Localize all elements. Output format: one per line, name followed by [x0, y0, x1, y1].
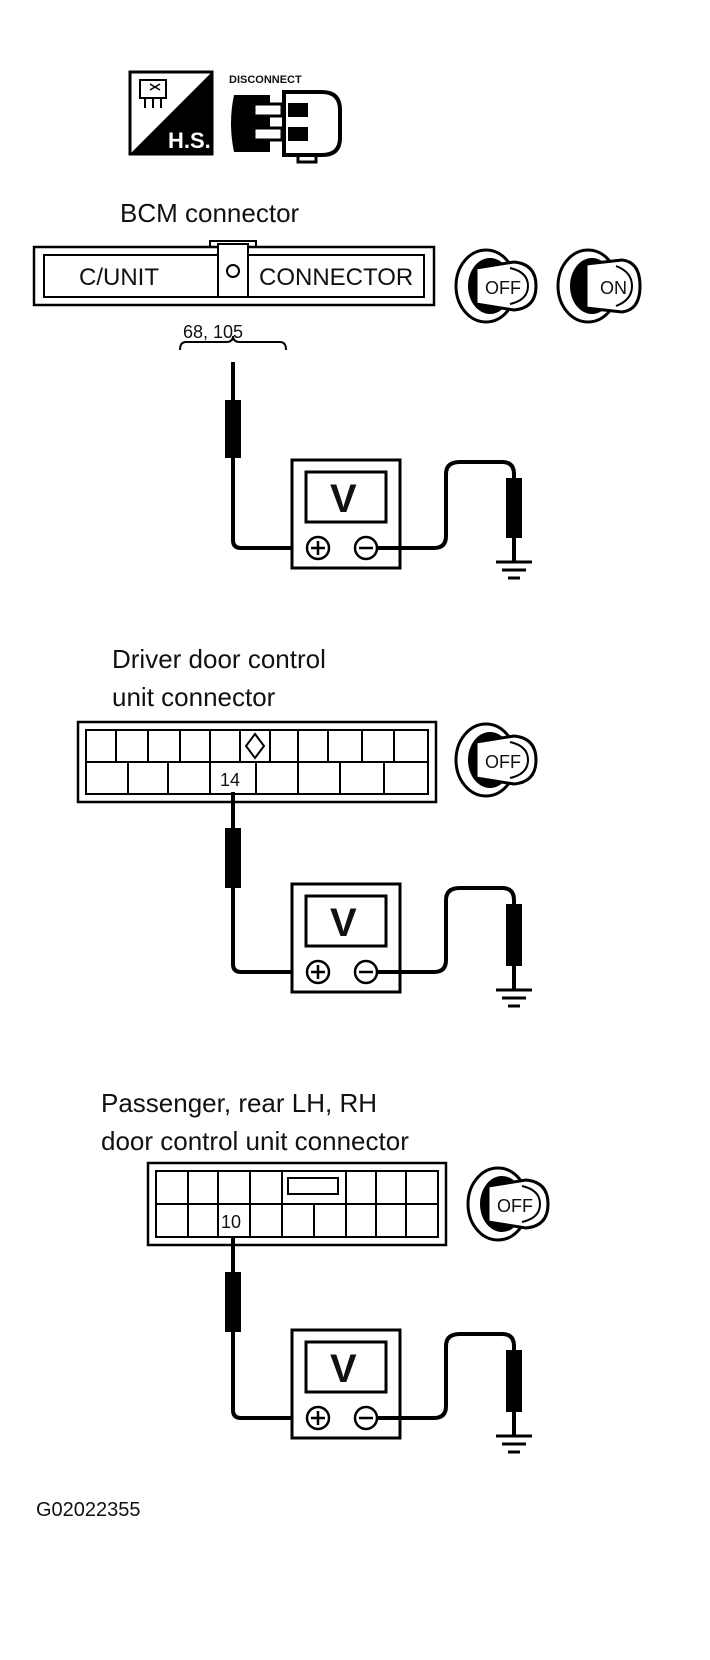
probe-negative-lead-3 [378, 1332, 522, 1436]
cunit-label: C/UNIT [79, 264, 159, 291]
ignition-off-icon: OFF [454, 248, 538, 324]
voltmeter-3: V [290, 1328, 402, 1440]
driver-terminal-number: 14 [220, 770, 240, 790]
voltmeter-1: V [290, 458, 402, 570]
probe-positive-lead-1 [225, 362, 304, 550]
ground-symbol-1 [496, 560, 532, 580]
harness-connector-icon: H.S. [128, 70, 214, 156]
connector-label: CONNECTOR [259, 264, 413, 291]
ignition-off-icon-3: OFF [466, 1166, 550, 1242]
bcm-terminals: 68, 105 [183, 322, 243, 342]
key-on-text: ON [600, 278, 627, 298]
probe-positive-lead-3 [225, 1236, 304, 1420]
driver-connector-title-line1: Driver door control [112, 644, 326, 674]
driver-door-connector: 14 [76, 720, 438, 804]
figure-code: G02022355 [36, 1499, 141, 1521]
voltmeter-label-2: V [330, 901, 357, 945]
key-off-text-3: OFF [497, 1196, 533, 1216]
passenger-door-connector: 10 [146, 1161, 448, 1247]
harness-label: H.S. [168, 128, 211, 153]
probe-negative-lead-2 [378, 886, 522, 990]
disconnect-icon: DISCONNECT [229, 74, 342, 164]
voltmeter-2: V [290, 882, 402, 994]
ground-symbol-2 [496, 988, 532, 1008]
driver-connector-title-line2: unit connector [112, 682, 276, 712]
voltmeter-label-3: V [330, 1347, 357, 1391]
ignition-off-icon-2: OFF [454, 722, 538, 798]
voltmeter-label: V [330, 477, 357, 521]
probe-positive-lead-2 [225, 792, 304, 974]
passenger-connector-title-line1: Passenger, rear LH, RH [101, 1088, 377, 1118]
ground-symbol-3 [496, 1434, 532, 1454]
probe-negative-lead-1 [378, 460, 522, 562]
bcm-connector: C/UNIT CONNECTOR [32, 240, 436, 307]
bcm-connector-title: BCM connector [120, 198, 300, 228]
passenger-connector-title-line2: door control unit connector [101, 1126, 409, 1156]
key-off-text: OFF [485, 278, 521, 298]
passenger-terminal-number: 10 [221, 1212, 241, 1232]
key-off-text-2: OFF [485, 752, 521, 772]
ignition-on-icon: ON [556, 248, 642, 324]
disconnect-label: DISCONNECT [229, 74, 302, 86]
